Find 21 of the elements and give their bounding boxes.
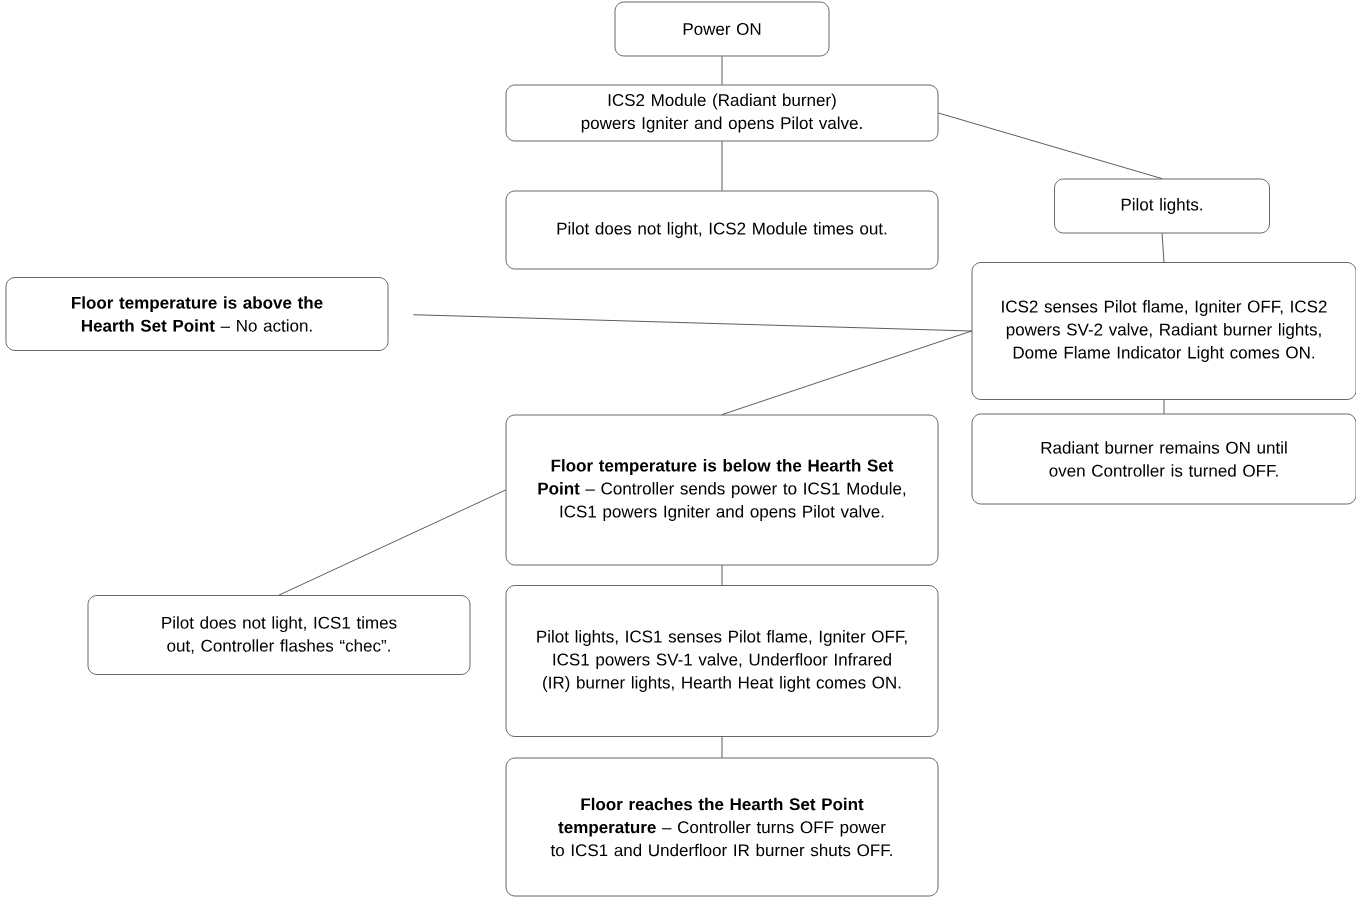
connector-line [278,489,506,596]
process-box: Radiant burner remains ON until oven Controller is turned OFF. [971,413,1356,505]
process-box: Pilot lights. [1054,178,1270,234]
process-box: Power ON [614,1,830,57]
process-box: ICS2 senses Pilot flame, Igniter OFF, ICS2 powers SV-2 valve, Radiant burner lights, Dome Flame Indicator Light comes ON. [971,262,1356,400]
connector-line [721,330,972,415]
connector-line [721,736,723,758]
connector-line [938,112,1163,179]
connector-line [1163,399,1165,414]
process-box: Pilot does not light, ICS2 Module times out. [505,190,939,270]
process-box: Pilot lights, ICS1 senses Pilot flame, Igniter OFF, ICS1 powers SV-1 valve, Underfloor Infrared (IR) burner lights, Hearth Heat light comes ON. [505,585,939,737]
process-box: Pilot does not light, ICS1 times out, Controller flashes “chec”. [87,595,471,675]
connector-line [413,314,972,332]
process-box: ICS2 Module (Radiant burner) powers Igniter and opens Pilot valve. [505,84,939,142]
connector-line [721,56,723,85]
process-box: Floor temperature is below the Hearth Set Point – Controller sends power to ICS1 Module, ICS1 powers Igniter and opens Pilot valve. [505,414,939,566]
connector-line [721,565,723,586]
connector-line [721,141,723,191]
process-box: Floor reaches the Hearth Set Point temperature – Controller turns OFF power to ICS1 and Underfloor IR burner shuts OFF. [505,757,939,897]
connector-line [1161,233,1165,263]
process-box: Floor temperature is above the Hearth Set Point – No action. [5,277,389,351]
